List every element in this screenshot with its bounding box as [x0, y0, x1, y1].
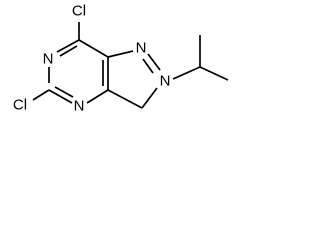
bond-n1-n2-double: [142, 58, 154, 74]
bond-n2-ch: [172, 66, 201, 80]
bond-c7a-c7: [78, 39, 109, 58]
atom-cl-bottom: Cl: [13, 97, 27, 114]
atom-cl-top: Cl: [72, 3, 86, 20]
bond-ch-methyl-right: [199, 66, 229, 81]
bond-c7-n6: [56, 39, 80, 53]
chemical-structure: Cl N N Cl N N: [13, 3, 229, 115]
bond-c7-n6-double: [59, 45, 78, 57]
atom-n-4: N: [74, 98, 85, 115]
bond-c5-n4-double: [54, 86, 74, 98]
bond-c7a-n1: [107, 50, 134, 58]
atom-n-pyrazole-top: N: [136, 40, 147, 57]
atom-n-pyrazole-right: N: [160, 73, 171, 90]
bond-c3-c3a: [107, 89, 143, 109]
bond-c5-cl: [32, 89, 50, 101]
atom-n-6: N: [43, 51, 54, 68]
bond-c5-n4: [48, 89, 73, 104]
bond-n2-c3: [141, 87, 158, 109]
bond-n1-n2: [147, 53, 161, 71]
bonds: [32, 22, 229, 109]
bond-n4-c3a: [86, 89, 109, 104]
atom-labels: Cl N N Cl N N: [13, 3, 171, 115]
